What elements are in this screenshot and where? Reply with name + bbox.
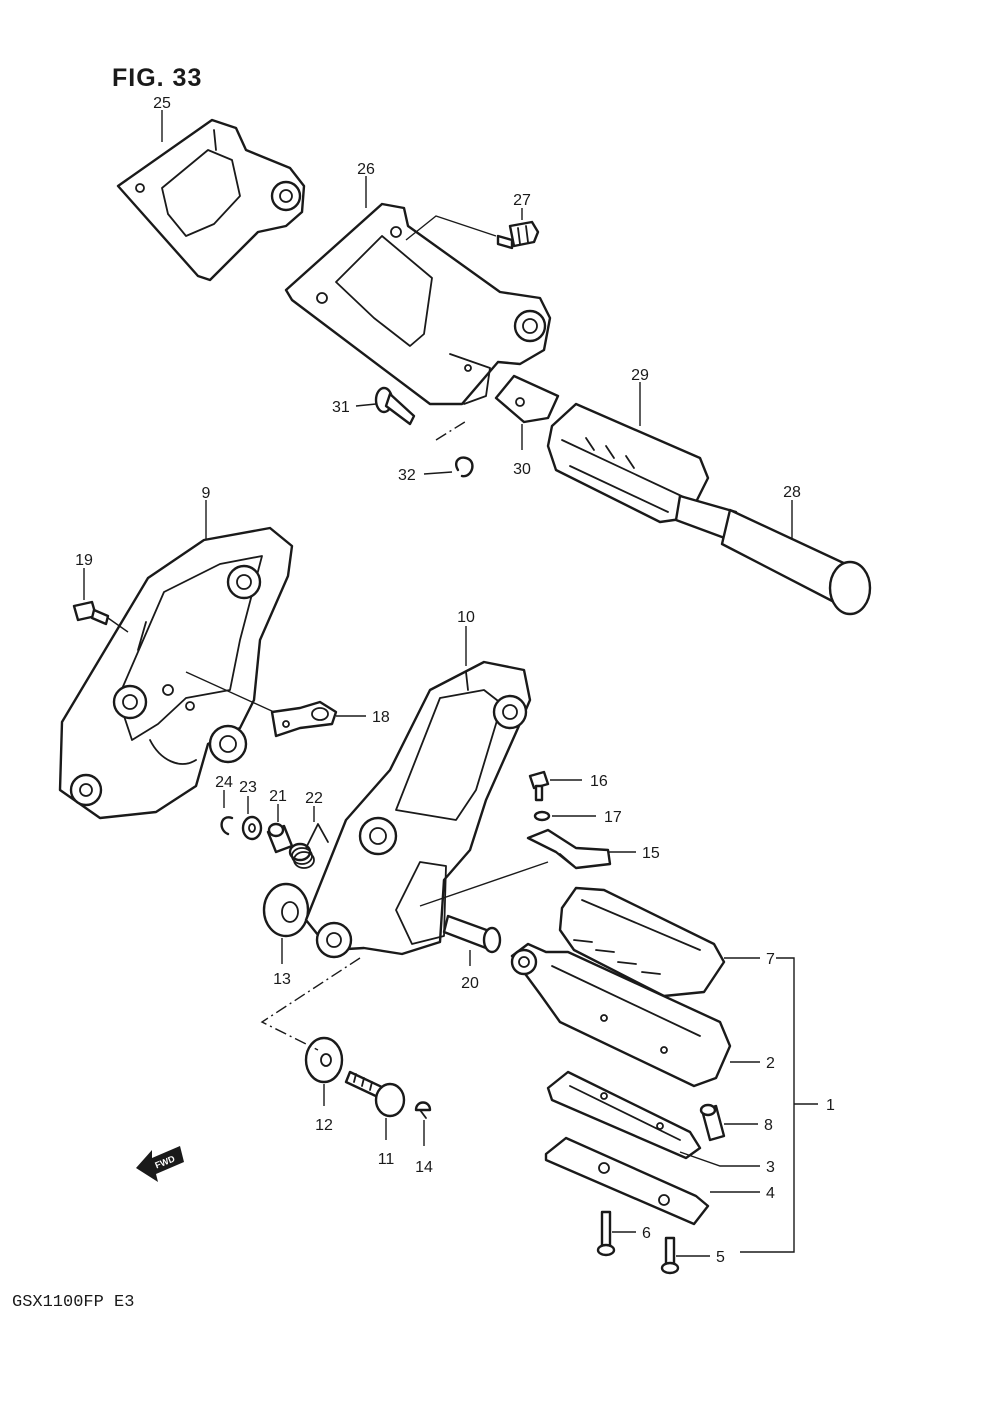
callout-15: 15	[642, 845, 660, 862]
part-6-screw[interactable]	[596, 1210, 616, 1257]
part-19-bolt[interactable]	[72, 600, 110, 626]
part-2-footpeg-body[interactable]	[510, 942, 732, 1088]
part-24-clip[interactable]	[220, 816, 234, 836]
part-9-footrest-plate[interactable]	[58, 526, 294, 820]
part-3-plate[interactable]	[546, 1070, 702, 1160]
leader-27-fit	[405, 215, 497, 241]
assembly-line-12	[260, 957, 361, 1051]
part-15-clamp[interactable]	[526, 828, 612, 870]
callout-28: 28	[783, 484, 801, 501]
part-16-bolt[interactable]	[528, 770, 550, 802]
callout-17: 17	[604, 809, 622, 826]
callout-30: 30	[513, 461, 531, 478]
callout-24: 24	[215, 774, 233, 791]
callout-5: 5	[716, 1249, 725, 1266]
part-31-pin[interactable]	[374, 386, 416, 426]
callout-21: 21	[269, 788, 287, 805]
callout-8: 8	[764, 1117, 773, 1134]
part-22-spring[interactable]	[288, 823, 329, 869]
leader-15-fit	[419, 861, 549, 907]
part-11-bolt[interactable]	[344, 1070, 406, 1118]
figure-title: FIG. 33	[112, 64, 202, 92]
leader-19-fit	[107, 617, 129, 633]
model-code: GSX1100FP E3	[12, 1293, 134, 1312]
part-17-washer[interactable]	[533, 810, 551, 822]
part-25-bracket[interactable]	[116, 118, 306, 282]
callout-22: 22	[305, 790, 323, 807]
part-18-tab[interactable]	[270, 700, 338, 738]
callout-12: 12	[315, 1117, 333, 1134]
callout-10: 10	[457, 609, 475, 626]
callout-11: 11	[378, 1151, 395, 1168]
callout-16: 16	[590, 773, 608, 790]
part-27-bolt[interactable]	[496, 220, 540, 250]
callout-27: 27	[513, 192, 531, 209]
part-29-footpeg-rubber[interactable]	[546, 402, 710, 524]
assembly-line-31-32	[435, 419, 469, 441]
part-4-plate[interactable]	[544, 1136, 710, 1226]
part-26-bracket[interactable]	[284, 202, 552, 406]
callout-25: 25	[153, 95, 171, 112]
callout-9: 9	[202, 485, 211, 502]
callout-13: 13	[273, 971, 291, 988]
callout-18: 18	[372, 709, 390, 726]
callout-32: 32	[398, 467, 416, 484]
callout-6: 6	[642, 1225, 651, 1242]
callout-1: 1	[826, 1097, 835, 1114]
part-21-bushing[interactable]	[266, 822, 294, 854]
part-10-footrest-plate[interactable]	[304, 660, 532, 959]
part-28-peg-shaft[interactable]	[674, 494, 872, 616]
callout-19: 19	[75, 552, 93, 569]
callout-23: 23	[239, 779, 257, 796]
callout-26: 26	[357, 161, 375, 178]
part-8-bolt[interactable]	[699, 1103, 726, 1142]
callout-4: 4	[766, 1185, 775, 1202]
part-32-clip[interactable]	[455, 456, 474, 478]
leader-32	[423, 471, 453, 475]
callout-7: 7	[766, 951, 775, 968]
callout-2: 2	[766, 1055, 775, 1072]
leader-3	[679, 1151, 760, 1167]
part-12-washer[interactable]	[304, 1036, 344, 1084]
leader-31	[355, 403, 377, 407]
part-30-holder[interactable]	[494, 374, 560, 424]
part-5-screw[interactable]	[660, 1236, 680, 1275]
assembly-bracket-1	[740, 957, 795, 1253]
callout-20: 20	[461, 975, 479, 992]
callout-29: 29	[631, 367, 649, 384]
part-23-washer[interactable]	[241, 815, 263, 841]
part-14-cap[interactable]	[414, 1101, 432, 1119]
callout-31: 31	[332, 399, 350, 416]
fwd-arrow-icon: FWD	[136, 1146, 184, 1182]
part-20-pivot-bolt[interactable]	[442, 914, 502, 954]
callout-14: 14	[415, 1159, 433, 1176]
part-7-footpeg-rubber[interactable]	[558, 886, 726, 998]
leader-18-fit	[185, 671, 275, 713]
callout-3: 3	[766, 1159, 775, 1176]
part-13-washer[interactable]	[262, 882, 310, 938]
